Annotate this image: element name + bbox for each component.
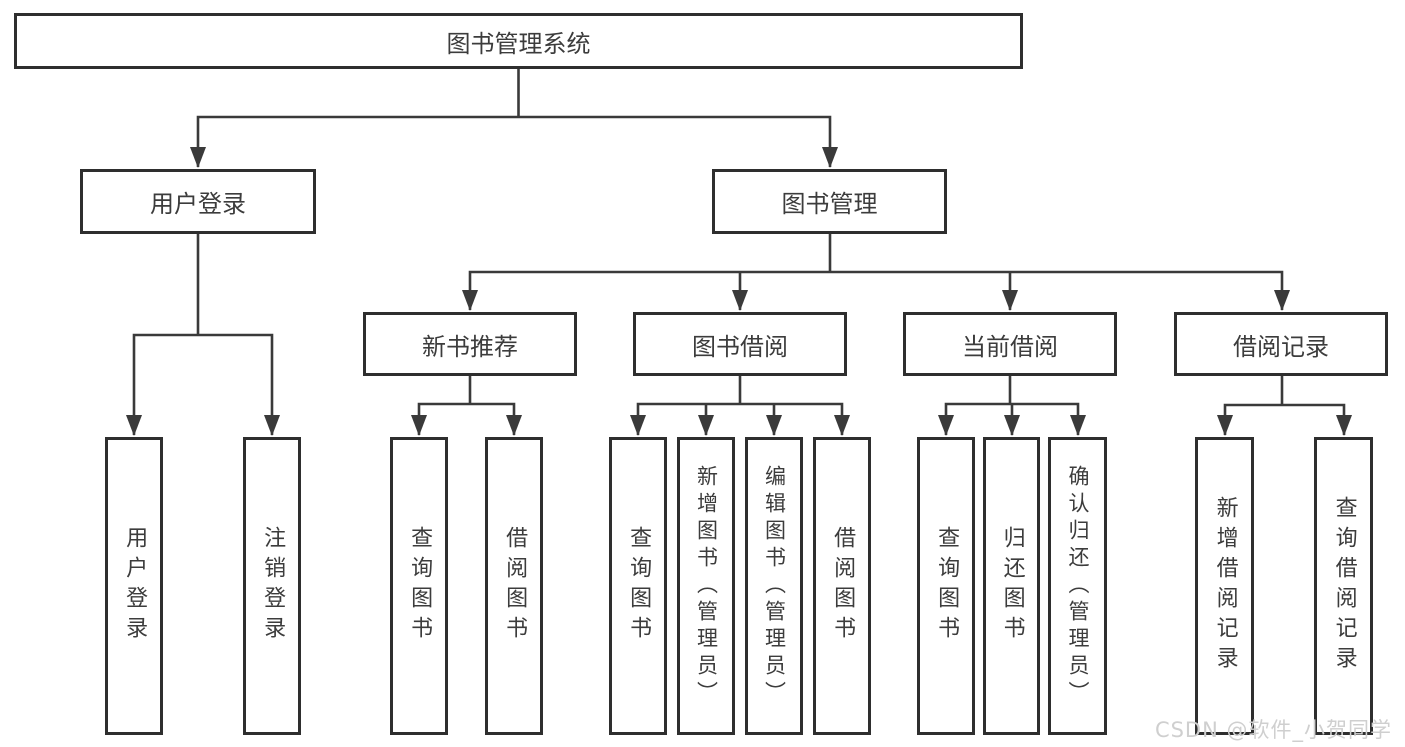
- arrow-leaf-c1: [630, 415, 646, 436]
- node-label: 查询图书: [626, 526, 652, 646]
- node-label: 图书借阅: [692, 332, 788, 361]
- arrow-leaf-d2: [1004, 415, 1020, 436]
- csdn-watermark: CSDN @软件_小贺同学: [1154, 718, 1392, 742]
- arrow-user-login: [190, 147, 206, 168]
- arrow-leaf-a2: [264, 415, 280, 436]
- node-label: 当前借阅: [962, 332, 1058, 361]
- node-current-borrowing: 当前借阅: [903, 312, 1117, 376]
- node-library-management-system: 图书管理系统: [14, 13, 1023, 69]
- leaf-edit-books-admin: 编辑图书（管理员）: [745, 437, 803, 735]
- leaf-add-books-admin: 新增图书（管理员）: [677, 437, 735, 735]
- node-label: 查询图书: [407, 526, 433, 646]
- leaf-return-books: 归还图书: [983, 437, 1040, 735]
- node-label: 借阅图书: [502, 526, 528, 646]
- arrow-leaf-e2: [1336, 415, 1352, 436]
- node-label: 用户登录: [122, 526, 148, 646]
- leaf-borrow-books: 借阅图书: [813, 437, 871, 735]
- leaf-add-borrow-record: 新增借阅记录: [1195, 437, 1254, 735]
- leaf-query-borrow-record: 查询借阅记录: [1314, 437, 1373, 735]
- node-book-management: 图书管理: [712, 169, 947, 234]
- node-label: 借阅图书: [830, 526, 856, 646]
- connector-path: [132, 69, 1346, 435]
- node-label: 新增图书（管理员）: [694, 464, 719, 708]
- node-label: 图书管理系统: [446, 29, 591, 58]
- arrow-leaf-a1: [126, 415, 142, 436]
- leaf-query-books-recommend: 查询图书: [390, 437, 448, 735]
- node-borrowing-records: 借阅记录: [1174, 312, 1388, 376]
- leaf-confirm-return-admin: 确认归还（管理员）: [1048, 437, 1107, 735]
- node-label: 注销登录: [260, 526, 286, 646]
- arrow-leaf-d1: [938, 415, 954, 436]
- leaf-user-login: 用户登录: [105, 437, 163, 735]
- arrow-leaf-b1: [411, 415, 427, 436]
- node-user-login: 用户登录: [80, 169, 316, 234]
- node-label: 编辑图书（管理员）: [762, 464, 787, 708]
- node-label: 查询借阅记录: [1331, 496, 1357, 676]
- node-book-borrowing: 图书借阅: [633, 312, 847, 376]
- leaf-borrow-books-recommend: 借阅图书: [485, 437, 543, 735]
- node-label: 归还图书: [999, 526, 1025, 646]
- node-label: 借阅记录: [1233, 332, 1329, 361]
- node-label: 确认归还（管理员）: [1066, 464, 1091, 708]
- arrow-leaf-b2: [506, 415, 522, 436]
- arrow-new-book: [462, 290, 478, 311]
- node-label: 查询图书: [934, 526, 960, 646]
- node-label: 用户登录: [150, 190, 246, 218]
- node-new-book-recommend: 新书推荐: [363, 312, 577, 376]
- node-label: 新增借阅记录: [1212, 496, 1238, 676]
- arrow-current-borrow: [1002, 290, 1018, 311]
- node-label: 图书管理: [781, 190, 878, 218]
- leaf-query-books-current: 查询图书: [917, 437, 975, 735]
- leaf-query-books-borrowing: 查询图书: [609, 437, 667, 735]
- arrow-book-mgmt: [822, 147, 838, 168]
- arrow-leaf-d3: [1070, 415, 1086, 436]
- arrow-leaf-c2: [698, 415, 714, 436]
- node-label: 新书推荐: [422, 332, 518, 361]
- arrow-leaf-c3: [766, 415, 782, 436]
- arrow-leaf-c4: [834, 415, 850, 436]
- arrow-book-borrow: [732, 290, 748, 311]
- arrow-borrow-record: [1274, 290, 1290, 311]
- leaf-logout: 注销登录: [243, 437, 301, 735]
- arrow-leaf-e1: [1217, 415, 1233, 436]
